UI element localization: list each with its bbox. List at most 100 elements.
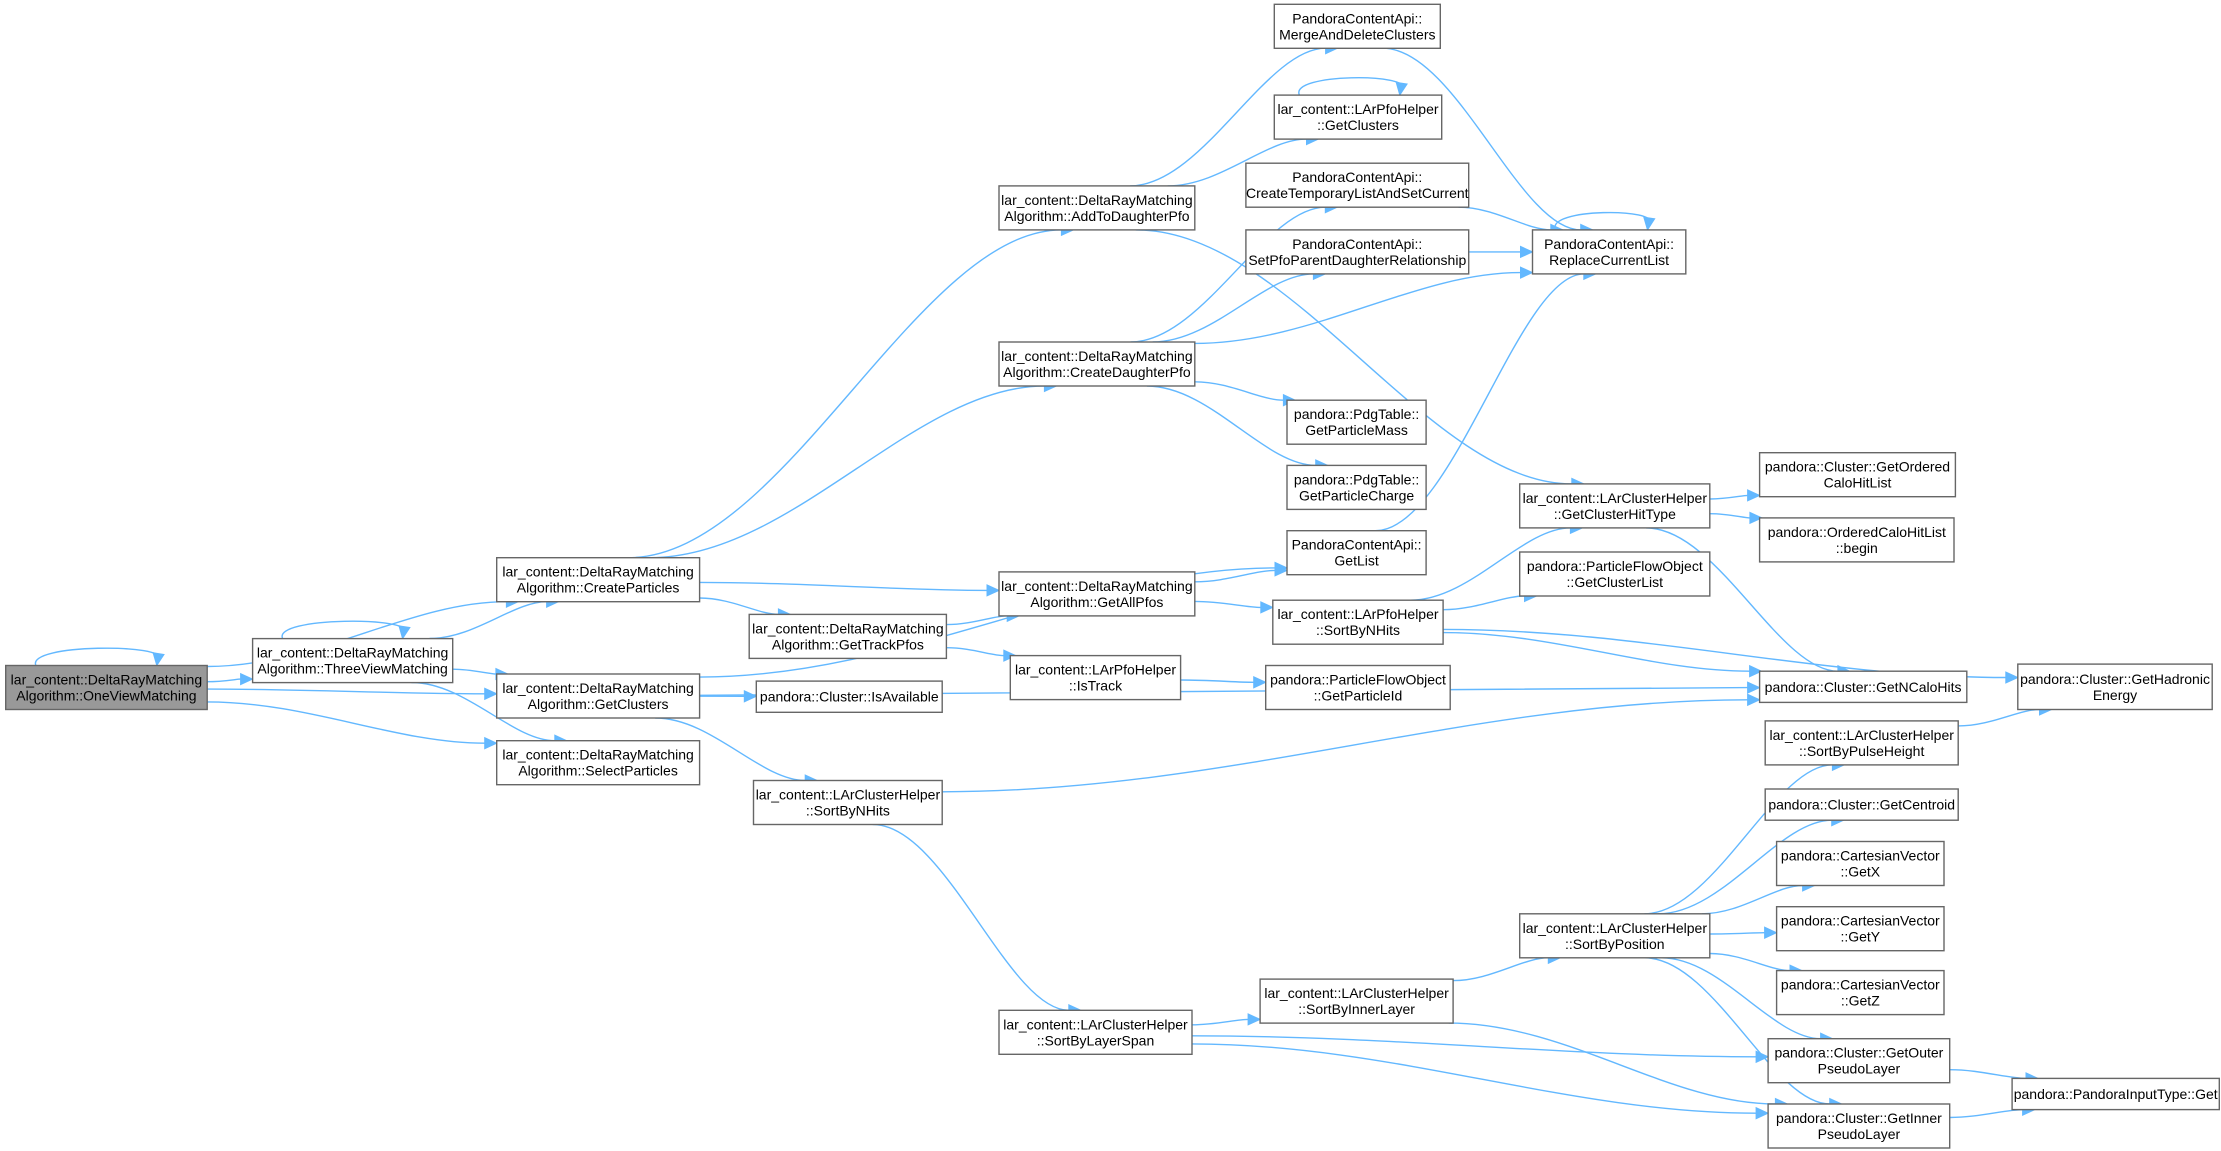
node-box [1775, 840, 1945, 887]
edge-line [1191, 1035, 1757, 1058]
node-n16[interactable]: pandora::PdgTable::GetParticleMass [1286, 399, 1427, 445]
edge-line [207, 688, 485, 695]
call-edge-n0-n4 [207, 701, 498, 750]
edge-line [452, 668, 496, 675]
node-label-line: lar_content::DeltaRayMatching [1001, 192, 1192, 208]
call-edge-n22-n25 [1709, 511, 1764, 525]
node-box [1286, 399, 1427, 445]
node-n14[interactable]: PandoraContentApi::SetPfoParentDaughterR… [1245, 229, 1470, 275]
node-n8[interactable]: lar_content::DeltaRayMatchingAlgorithm::… [748, 613, 948, 660]
node-box [2017, 663, 2213, 711]
edge-line [655, 717, 806, 782]
node-box [998, 571, 1196, 617]
edge-line [1443, 631, 1750, 672]
node-n9[interactable]: pandora::Cluster::IsAvailable [755, 680, 943, 713]
node-n0[interactable]: lar_content::DeltaRayMatchingAlgorithm::… [4, 664, 208, 711]
node-box [998, 1009, 1193, 1055]
edge-line [281, 620, 406, 639]
node-n30[interactable]: pandora::CartesianVector::GetX [1775, 840, 1945, 887]
node-n17[interactable]: pandora::PdgTable::GetParticleCharge [1286, 464, 1427, 511]
call-edge-n7-n18 [1194, 564, 1289, 583]
node-label-line: PseudoLayer [1818, 1126, 1901, 1142]
node-n10[interactable]: lar_content::LArClusterHelper::SortByNHi… [752, 779, 943, 826]
node-box [752, 779, 943, 826]
edge-line [650, 385, 1045, 559]
node-n21[interactable]: pandora::ParticleFlowObject::GetParticle… [1264, 664, 1451, 711]
edge-line [1701, 884, 1803, 915]
edge-arrowhead [1274, 564, 1289, 577]
edge-line [1958, 708, 2040, 727]
node-label-line: ::SortByNHits [806, 802, 890, 818]
call-edge-n0-n1 [207, 672, 254, 686]
edge-arrowhead [1247, 1013, 1262, 1026]
node-n35[interactable]: lar_content::LArClusterHelper::SortByLay… [998, 1009, 1193, 1055]
edge-arrowhead [1260, 601, 1275, 614]
node-box [1286, 464, 1427, 511]
node-label-line: lar_content::LArClusterHelper [1769, 727, 1954, 743]
node-n18[interactable]: PandoraContentApi::GetList [1286, 530, 1427, 576]
node-box [496, 740, 701, 786]
node-n31[interactable]: pandora::CartesianVector::GetY [1775, 906, 1945, 952]
call-edge-n20-n21 [1180, 676, 1267, 689]
node-n25[interactable]: pandora::OrderedCaloHitList::begin [1758, 517, 1955, 563]
call-edge-n35-n34 [1191, 1013, 1262, 1026]
node-label-line: Algorithm::GetTrackPfos [772, 636, 924, 652]
node-n32[interactable]: pandora::CartesianVector::GetZ [1775, 969, 1945, 1016]
node-n34[interactable]: lar_content::LArClusterHelper::SortByInn… [1259, 978, 1454, 1024]
edge-line [872, 823, 1069, 1011]
node-label-line: pandora::PdgTable:: [1294, 406, 1419, 422]
node-n11[interactable]: PandoraContentApi::MergeAndDeleteCluster… [1273, 3, 1442, 50]
edge-line [1709, 494, 1748, 500]
node-n19[interactable]: lar_content::LArPfoHelper::SortByNHits [1272, 599, 1444, 645]
edge-line [1194, 569, 1276, 583]
node-n20[interactable]: lar_content::LArPfoHelper::IsTrack [1009, 654, 1182, 701]
node-n5[interactable]: lar_content::DeltaRayMatchingAlgorithm::… [998, 185, 1196, 231]
node-label-line: ::SortByLayerSpan [1037, 1032, 1155, 1048]
node-box [1273, 3, 1442, 50]
node-n4[interactable]: lar_content::DeltaRayMatchingAlgorithm::… [496, 740, 701, 786]
node-n13[interactable]: PandoraContentApi::CreateTemporaryListAn… [1245, 162, 1470, 208]
node-n6[interactable]: lar_content::DeltaRayMatchingAlgorithm::… [998, 341, 1196, 387]
node-n3[interactable]: lar_content::DeltaRayMatchingAlgorithm::… [496, 673, 701, 719]
node-label-line: lar_content::DeltaRayMatching [752, 620, 943, 636]
node-n26[interactable]: pandora::Cluster::GetNCaloHits [1758, 670, 1968, 704]
node-n2[interactable]: lar_content::DeltaRayMatchingAlgorithm::… [496, 557, 701, 603]
edge-line [35, 647, 160, 666]
node-label-line: pandora::ParticleFlowObject [1270, 672, 1446, 688]
node-n12[interactable]: lar_content::LArPfoHelper::GetClusters [1273, 94, 1443, 140]
call-edge-n2-n6 [650, 379, 1058, 559]
node-n23[interactable]: pandora::ParticleFlowObject::GetClusterL… [1518, 551, 1711, 597]
edge-arrowhead [398, 625, 411, 640]
node-box [1767, 1103, 1951, 1149]
node-n33[interactable]: lar_content::LArClusterHelper::SortByPos… [1518, 913, 1711, 959]
node-label-line: lar_content::LArPfoHelper [1277, 101, 1438, 117]
node-n15[interactable]: PandoraContentApi::ReplaceCurrentList [1531, 229, 1687, 275]
edge-arrowhead [1395, 81, 1408, 97]
node-label-line: pandora::Cluster::GetOuter [1774, 1045, 1943, 1061]
node-label-line: pandora::Cluster::GetOrdered [1765, 459, 1950, 475]
node-label-line: pandora::Cluster::GetCentroid [1768, 797, 1955, 813]
node-label-line: ::SortByInnerLayer [1298, 1001, 1415, 1017]
node-box [1264, 664, 1451, 711]
edge-line [699, 581, 988, 592]
node-n1[interactable]: lar_content::DeltaRayMatchingAlgorithm::… [251, 637, 454, 684]
node-label-line: CaloHitList [1824, 475, 1892, 491]
node-n28[interactable]: lar_content::LArClusterHelper::SortByPul… [1764, 720, 1959, 766]
node-n22[interactable]: lar_content::LArClusterHelper::GetCluste… [1518, 483, 1711, 529]
call-edge-n6-n16 [1194, 381, 1297, 407]
call-edge-n6-n15 [1194, 266, 1534, 345]
call-edge-n35-n37 [1191, 1043, 1770, 1120]
node-box [1273, 94, 1443, 140]
node-box [748, 613, 948, 660]
node-box [1245, 162, 1470, 208]
node-n29[interactable]: pandora::Cluster::GetCentroid [1764, 788, 1959, 821]
node-n38[interactable]: pandora::PandoraInputType::Get [2011, 1077, 2220, 1111]
node-label-line: Algorithm::CreateParticles [517, 580, 680, 596]
node-n7[interactable]: lar_content::DeltaRayMatchingAlgorithm::… [998, 571, 1196, 617]
node-box [1764, 788, 1959, 821]
call-edge-n15-n15 [1554, 211, 1656, 232]
